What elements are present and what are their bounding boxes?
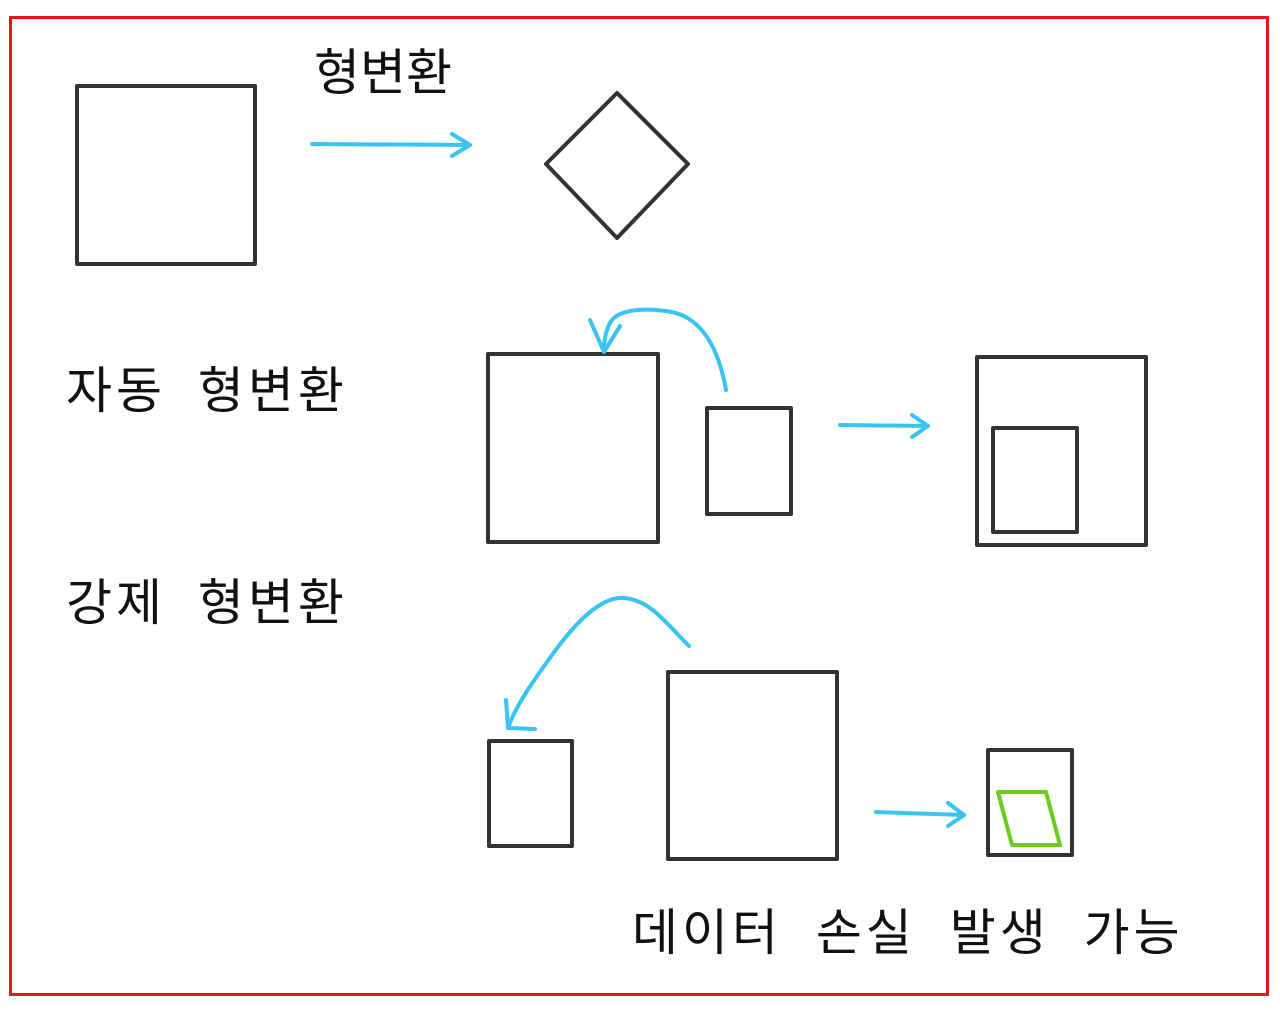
- result-arrow-forced: [874, 801, 966, 828]
- diamond-shape: [544, 91, 690, 240]
- curved-arrow-forced: [504, 595, 691, 731]
- distorted-data-shape: [996, 790, 1062, 847]
- type-conversion-label: 형변환: [314, 44, 452, 102]
- result-large-box-auto: [975, 355, 1148, 547]
- result-small-box-auto: [991, 426, 1079, 534]
- large-box-forced: [666, 670, 839, 861]
- curved-arrow-auto: [588, 307, 728, 392]
- small-box-forced: [487, 739, 574, 848]
- small-box-auto: [705, 406, 793, 516]
- result-small-box-forced: [986, 748, 1074, 857]
- large-box-auto: [486, 352, 660, 544]
- forced-conversion-label: 강제 형변환: [66, 574, 348, 632]
- red-border-frame: [9, 16, 1269, 996]
- conversion-arrow: [310, 132, 472, 158]
- automatic-conversion-label: 자동 형변환: [66, 362, 348, 420]
- square-shape: [75, 84, 257, 266]
- result-arrow-auto: [838, 413, 930, 439]
- data-loss-label: 데이터 손실 발생 가능: [632, 904, 1184, 962]
